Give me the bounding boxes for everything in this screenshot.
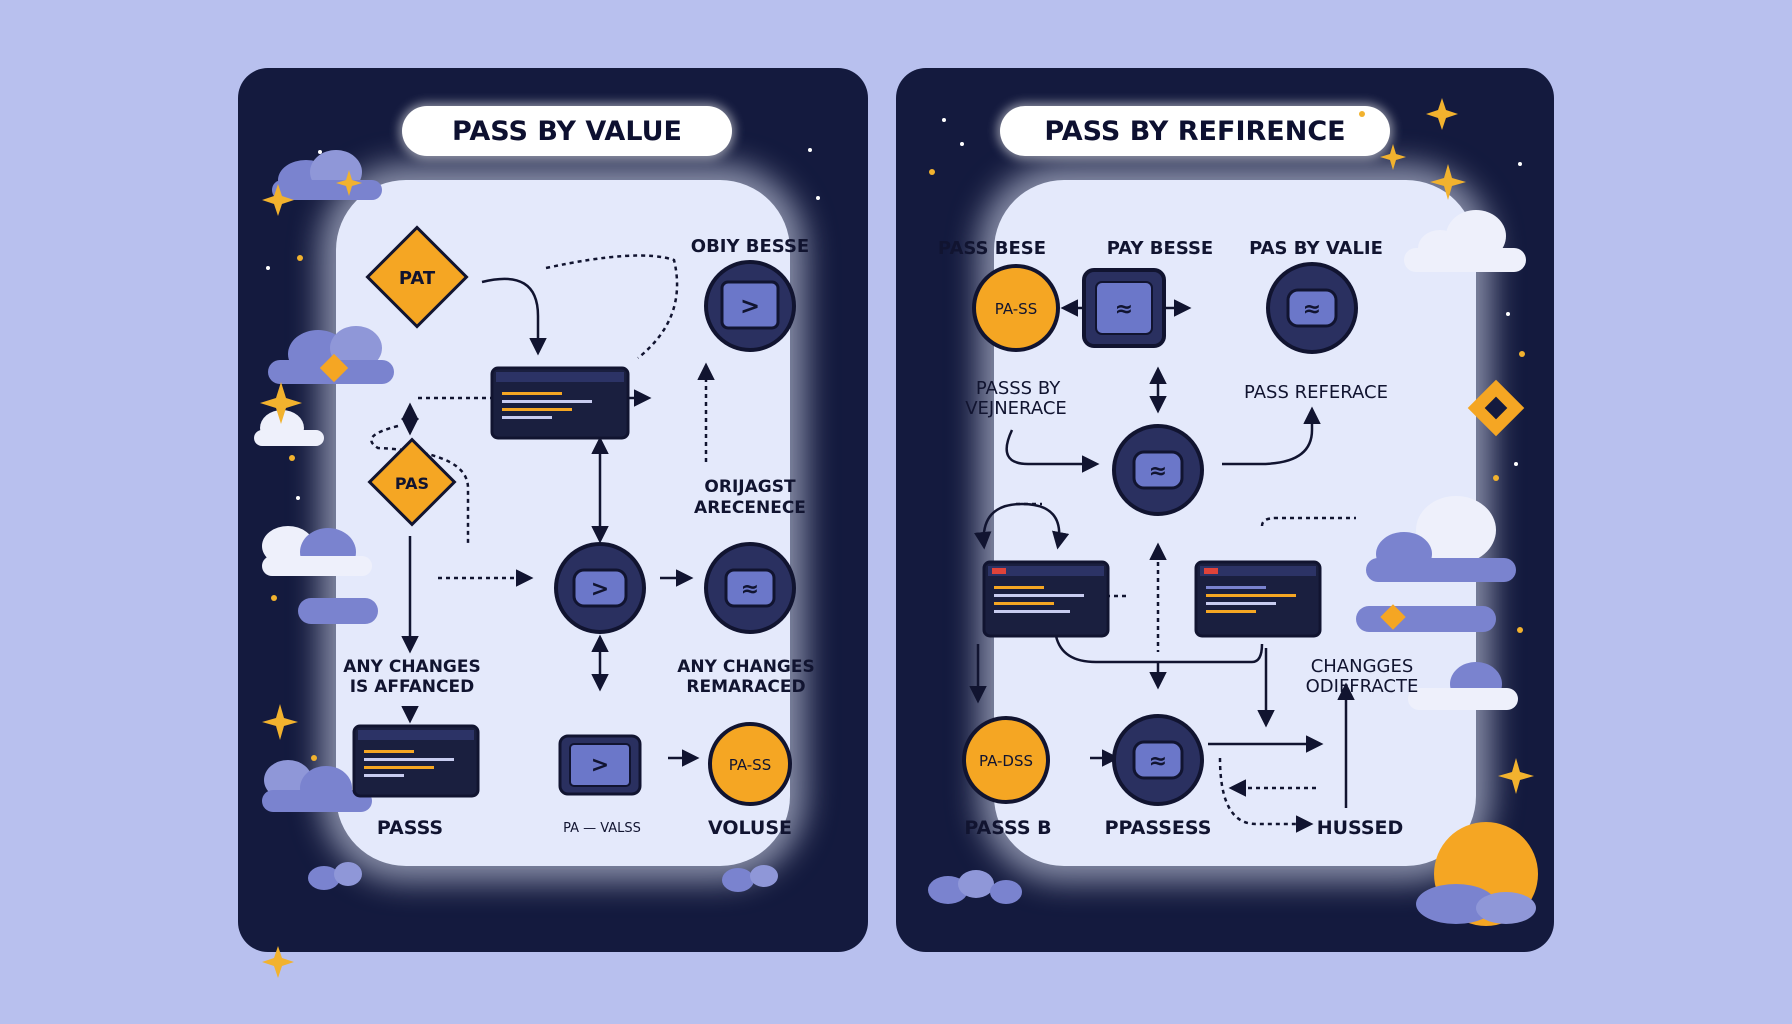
flow-connectors <box>969 299 1356 833</box>
svg-text:>: > <box>740 292 760 320</box>
reference-node-circle: ≈ <box>1266 262 1358 354</box>
code-window-icon <box>352 724 480 798</box>
pass-by-reference-diagram: PA-SS ≈ ≈ ≈ <box>928 98 1538 926</box>
reference-node-box: ≈ <box>1082 268 1166 348</box>
svg-text:>: > <box>591 753 609 778</box>
bottom-label-3: VOLUSE <box>708 817 792 839</box>
star-icon <box>942 118 1522 466</box>
cloud-icon <box>1404 210 1526 272</box>
star-icon <box>266 148 820 500</box>
svg-text:≈: ≈ <box>1115 297 1133 322</box>
pass-circle-top-label: PA-SS <box>995 300 1037 318</box>
bottom-label-1: PASSS <box>377 817 443 839</box>
cloud-icon <box>272 150 382 200</box>
diamond-mid-label: PAS <box>395 474 429 493</box>
pass-circle-node: PA-DSS <box>962 716 1050 804</box>
pass-by-value-title: PASS BY VALUE <box>402 106 732 156</box>
pass-by-value-diagram: PAT PAS > <box>254 148 820 978</box>
cloud-icon <box>268 326 394 384</box>
sun-cloud-icon <box>1416 822 1538 926</box>
bottom-label-1: PASSS B <box>964 817 1051 839</box>
cloud-icon <box>262 526 378 624</box>
reference-node-circle: ≈ <box>1112 714 1204 806</box>
value-node-box: > <box>558 734 642 796</box>
note-right-line1: ORIJAGST <box>704 477 796 497</box>
cloud-icon <box>262 760 372 812</box>
top-right-label: OBIY BESSE <box>691 236 809 257</box>
note-right-label: PASS REFERACE <box>1244 382 1388 403</box>
note-left-line1: PASSS BY <box>976 378 1061 399</box>
sparkle-icon <box>260 170 362 978</box>
diamond-icon <box>1467 379 1525 437</box>
head-label-1: PASS BESE <box>938 238 1046 259</box>
pass-by-reference-title: PASS BY REFIRENCE <box>1000 106 1390 156</box>
svg-text:≈: ≈ <box>1303 297 1321 322</box>
note-right-b-line2: REMARACED <box>686 677 805 697</box>
code-window-icon <box>490 366 630 440</box>
svg-text:>: > <box>591 577 609 602</box>
note-right-b-line1: ANY CHANGES <box>677 657 815 677</box>
svg-text:≈: ≈ <box>1149 749 1167 774</box>
note-right-line2: ARECENECE <box>694 498 806 518</box>
pass-by-reference-panel: PASS BY REFIRENCE <box>896 68 1554 952</box>
cloud-icon <box>1408 662 1518 710</box>
head-label-2: PAY BESSE <box>1107 238 1213 259</box>
svg-text:≈: ≈ <box>741 577 759 602</box>
value-node-circle: > <box>704 260 796 352</box>
sparkle-icon <box>929 98 1534 794</box>
pass-circle-label: PA-SS <box>729 756 771 774</box>
svg-text:≈: ≈ <box>1149 459 1167 484</box>
bottom-label-2: PA — VALSS <box>563 821 641 836</box>
pass-circle-bottom-label: PA-DSS <box>979 752 1033 770</box>
cloud-icon <box>308 862 778 892</box>
note-left-line1: ANY CHANGES <box>343 657 481 677</box>
cloud-icon <box>254 410 324 446</box>
cloud-icon <box>928 870 1022 904</box>
value-node-circle: > <box>554 542 646 634</box>
pass-by-value-panel: PASS BY VALUE <box>238 68 868 978</box>
pass-by-reference-diagram-area <box>994 180 1476 866</box>
pass-circle-node: PA-SS <box>972 264 1060 352</box>
head-label-3: PAS BY VALIE <box>1249 238 1383 259</box>
note-left-line2: IS AFFANCED <box>350 677 475 697</box>
reference-node-circle: ≈ <box>1112 424 1204 516</box>
value-diamond-node: PAT <box>365 225 469 329</box>
changes-line2: ODIFFRACTE <box>1306 676 1419 697</box>
bottom-label-3: HUSSED <box>1317 817 1404 839</box>
flow-connectors <box>370 254 715 767</box>
pass-circle-node: PA-SS <box>708 722 792 806</box>
bottom-label-2: PPASSESS <box>1105 817 1212 839</box>
cloud-icon <box>1356 496 1516 632</box>
value-diamond-node: PAS <box>367 437 457 527</box>
diamond-top-label: PAT <box>399 268 436 289</box>
changes-line1: CHANGGES <box>1311 656 1414 677</box>
value-node-circle: ≈ <box>704 542 796 634</box>
code-window-icon <box>1194 560 1322 638</box>
code-window-icon <box>982 560 1110 638</box>
note-left-line2: VEJNERACE <box>965 398 1067 419</box>
